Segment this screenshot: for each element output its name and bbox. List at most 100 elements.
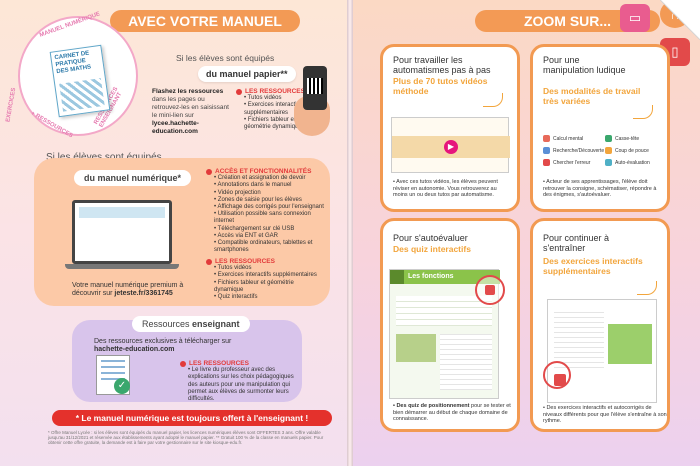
list-item: Exercices interactifs supplémentaires [244,102,306,116]
error-icon [543,159,550,166]
list-item: Création et assignation de devoir [214,175,324,182]
card-manipulation: Pour une manipulation ludique Des modali… [530,44,670,212]
teacher-resources: LES RESSOURCES Le livre du professeur av… [180,360,298,403]
magnifier-icon [543,147,550,154]
teacher-text-block: Des ressources exclusives à télécharger … [94,338,294,354]
self-check-icon [605,159,612,166]
features-block: ACCÈS ET FONCTIONNALITÉS Création et ass… [206,168,324,254]
thumb-icon [605,147,612,154]
quiz-icon[interactable] [485,285,495,295]
left-page: AVEC VOTRE MANUEL MANUEL NUMÉRIQUE EXERC… [0,0,350,466]
teacher-text: Des ressources exclusives à télécharger … [94,338,232,345]
card-subtitle: Des exercices interactifs supplémentaire… [543,256,643,276]
flash-link[interactable]: lycee.hachette-education.com [152,120,199,135]
screenshot-photo [608,324,652,364]
list-item: Vidéo projection [214,190,324,197]
video-screenshot: ▶ [391,117,510,173]
modality-item: Chercher l'erreur [543,159,590,166]
paper-caption: Si les élèves sont équipés [176,53,275,63]
digital-pill: du manuel numérique* [74,170,192,186]
paper-resources-title: LES RESSOURCES [236,88,306,95]
play-icon[interactable]: ▶ [444,140,458,154]
highlight-circle [543,361,571,389]
modality-label: Casse-tête [615,135,640,142]
modality-item: Auto-évaluation [605,159,650,166]
digital-pill-label: du manuel numérique* [84,173,182,183]
card-title: Pour s'autoévaluer [393,233,468,243]
list-item: Exercices interactifs supplémentaires [214,272,324,279]
red-dot-icon [206,258,212,265]
list-item: Tutos vidéos [214,265,324,272]
list-item: Téléchargement sur clé USB [214,226,324,233]
list-item: Accès via ENT et GAR [214,233,324,240]
card-automatismes: Pour travailler les automatismes pas à p… [380,44,520,212]
card-title: Pour continuer à s'entraîner [543,233,610,253]
page-gutter [347,0,353,466]
card-title: Pour travailler les automatismes pas à p… [393,55,491,75]
digital-resources: LES RESSOURCES Tutos vidéos Exercices in… [206,258,324,301]
screenshot-title: Les fonctions [390,270,500,284]
list-item: Tutos vidéos [244,95,306,102]
modality-item: Casse-tête [605,135,639,142]
card-desc-strong: • Des quiz de positionnement [393,403,470,409]
list-item: Le livre du professeur avec des explicat… [188,367,298,403]
premium-text: Votre manuel numérique premium à découvr… [72,282,184,297]
screenshot-text [440,334,492,390]
flash-block: Flashez les ressources dans les pages ou… [152,88,232,136]
phone-icon [303,66,327,110]
red-dot-icon [206,168,212,175]
card-description: • Acteur de ses apprentissages, l'élève … [543,179,657,198]
book-title: CARNET DE PRATIQUE DES MATHS [54,50,92,76]
puzzle-icon [605,135,612,142]
quiz-screenshot: Les fonctions [389,269,500,399]
premium-link[interactable]: jeteste.fr/3361745 [114,290,173,297]
list-item: Quiz interactifs [214,294,324,301]
teacher-pill-strong: enseignant [192,319,240,329]
badge-left-text: EXERCICES [5,87,18,123]
modality-label: Chercher l'erreur [553,159,591,166]
arrow-icon [633,105,653,119]
modality-item: Coup de pouce [605,147,649,154]
modality-label: Calcul mental [553,135,584,142]
screenshot-photo [396,334,436,362]
badge-top-text: MANUEL NUMÉRIQUE [38,11,101,39]
arrow-icon [637,281,657,295]
teacher-link[interactable]: hachette-education.com [94,346,175,353]
red-banner: * Le manuel numérique est toujours offer… [52,410,332,426]
left-banner: AVEC VOTRE MANUEL [110,10,300,32]
laptop-base [65,264,179,269]
teacher-resources-title: LES RESSOURCES [180,360,298,367]
modality-label: Recherche/Découverte [553,147,605,154]
card-description: • Des quiz de positionnement pour se tes… [393,403,517,423]
right-banner: ZOOM SUR... [475,10,660,32]
card-entrainer: Pour continuer à s'entraîner Des exercic… [530,218,670,432]
digital-res-title-text: LES RESSOURCES [215,258,275,265]
card-description: • Avec ces tutos vidéos, les élèves peuv… [393,179,498,198]
digital-resources-title: LES RESSOURCES [206,258,324,265]
paper-pill-label: du manuel papier** [206,69,288,79]
arrow-icon [483,93,503,107]
book-cover: CARNET DE PRATIQUE DES MATHS [49,44,111,118]
calculator-icon [543,135,550,142]
modality-label: Coup de pouce [615,147,649,154]
teacher-res-title-text: LES RESSOURCES [189,360,249,367]
card-subtitle: Des modalités de travail très variées [543,86,641,106]
card-subtitle: Plus de 70 tutos vidéos méthode [393,76,488,96]
digital-caption: Si les élèves sont équipés [46,152,162,163]
check-icon: ✓ [114,378,130,394]
flash-title: Flashez les ressources [152,88,224,95]
screen-icon: ▭ [620,4,650,32]
screenshot-table [396,296,492,326]
features-title-text: ACCÈS ET FONCTIONNALITÉS [215,168,312,175]
footnote: * Offre Manuel Lycée : si les élèves son… [48,430,324,445]
qr-code-icon [307,78,323,94]
page-curl [660,0,700,40]
list-item: Zones de saisie pour les élèves [214,197,324,204]
red-dot-icon [236,88,242,95]
list-item: Compatible ordinateurs, tablettes et sma… [214,240,324,254]
premium-text-block: Votre manuel numérique premium à découvr… [72,282,202,298]
teacher-pill: Ressources enseignant [132,316,250,332]
card-subtitle: Des quiz interactifs [393,244,471,254]
card-autoevaluer: Pour s'autoévaluer Des quiz interactifs … [380,218,520,432]
red-dot-icon [180,360,186,367]
